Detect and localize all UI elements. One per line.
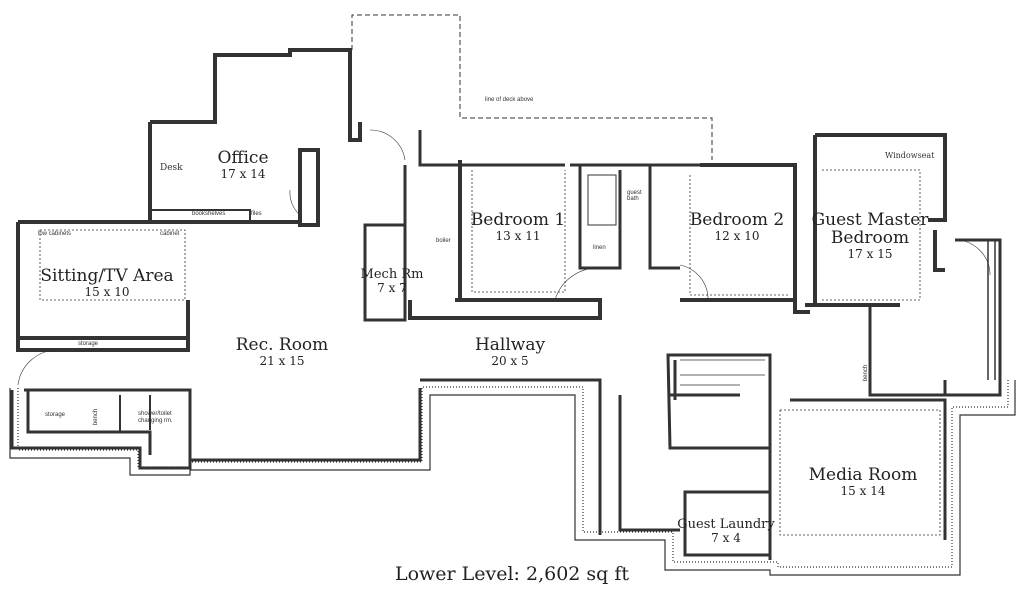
guest-master-wall <box>805 133 947 307</box>
room-name: Hallway <box>474 335 546 355</box>
note-bookshelves: bookshelves <box>192 211 226 217</box>
room-dims: 17 x 15 <box>847 246 893 261</box>
room-name: Media Room <box>808 465 918 485</box>
sitting-wall <box>16 220 300 352</box>
note-files: files <box>251 211 262 217</box>
room-name: Bedroom 2 <box>689 210 785 230</box>
note-bench-left: bench <box>93 408 100 426</box>
room-name: Guest Master Bedroom <box>811 210 929 248</box>
room-name: Mech Rm <box>360 267 424 282</box>
bedroom1-wall <box>408 160 602 320</box>
note-boiler: boiler <box>436 238 451 244</box>
room-dims: 13 x 11 <box>495 228 541 243</box>
note-desk: Desk <box>160 163 183 173</box>
note-storage-lower: storage <box>45 412 66 418</box>
note-cabinet: cabinet <box>160 231 180 237</box>
room-name: Office <box>217 148 269 168</box>
note-guest-bath: guest bath <box>627 190 642 202</box>
note-linen: linen <box>593 245 606 251</box>
media-room-wall <box>768 398 947 560</box>
room-dims: 17 x 14 <box>220 166 266 181</box>
note-low-cabinets: low cabinets <box>38 231 72 237</box>
note-deck: line of deck above <box>485 97 534 103</box>
room-dims: 7 x 7 <box>377 280 407 295</box>
room-name: Guest Laundry <box>677 517 775 532</box>
room-dims: 15 x 10 <box>84 284 130 299</box>
note-shower: shower/toilet <box>138 411 172 417</box>
room-name: Rec. Room <box>235 335 329 355</box>
note-storage-sitting: storage <box>78 341 99 347</box>
note-changing: changing rm. <box>138 418 173 424</box>
room-dims: 15 x 14 <box>840 483 886 498</box>
office-wall <box>150 48 362 142</box>
plan-caption: Lower Level: 2,602 sq ft <box>394 563 630 585</box>
room-dims: 12 x 10 <box>714 228 760 243</box>
bedroom2-wall <box>680 163 810 314</box>
mech-room-wall <box>363 223 407 322</box>
note-bench-right: bench <box>863 364 870 382</box>
room-dims: 21 x 15 <box>259 353 305 368</box>
room-dims: 20 x 5 <box>491 353 529 368</box>
room-name: Sitting/TV Area <box>40 266 174 286</box>
note-windowseat: Windowseat <box>885 151 935 160</box>
room-dims: 7 x 4 <box>711 530 741 545</box>
deck-line <box>351 14 713 160</box>
room-name: Bedroom 1 <box>470 210 566 230</box>
